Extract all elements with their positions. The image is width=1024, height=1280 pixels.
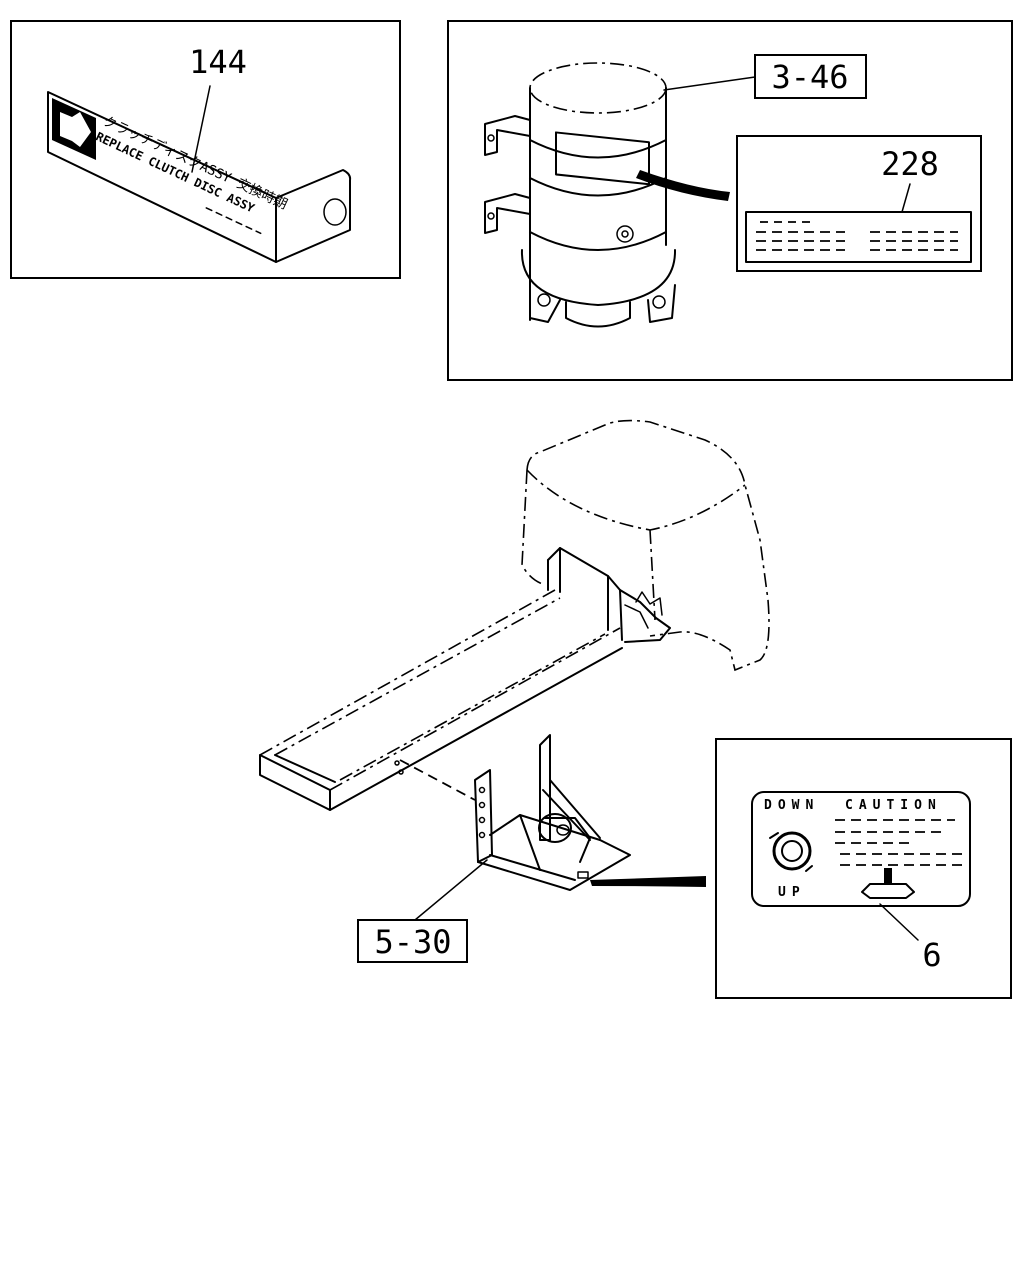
- caution-label: [751, 791, 971, 907]
- leader-144: [191, 85, 211, 173]
- panel-label-144: 144 クラッチディスクASSY 交換時期 REPLACE CLUTCH DIS…: [10, 20, 401, 279]
- cab-and-frame-assembly: 5-30: [259, 419, 770, 963]
- label-228-inset: [736, 135, 982, 272]
- leader-228: [901, 183, 911, 213]
- clutch-label-bracket: [275, 169, 352, 263]
- callout-5-30: 5-30: [374, 923, 451, 961]
- panel-label-228: 3-46 22: [447, 20, 1013, 381]
- label-up: UP: [778, 885, 806, 900]
- callout-228: 228: [881, 145, 939, 183]
- callout-3-46: 3-46: [771, 58, 848, 96]
- mounting-hole: [323, 198, 347, 226]
- callout-144: 144: [189, 43, 247, 81]
- label-caution: CAUTION: [845, 798, 942, 813]
- winch-bracket: [474, 734, 631, 891]
- caution-text-lines: [835, 819, 965, 866]
- callout-6: 6: [922, 936, 941, 974]
- wing-bolt-icon: [861, 868, 915, 899]
- panel-label-6: DOWN CAUTION UP 6: [715, 738, 1012, 999]
- pointer-wedge-6: [590, 876, 706, 887]
- label-228: [745, 211, 972, 263]
- label-228-text-lines: [756, 221, 958, 251]
- clutch-label-jp: クラッチディスクASSY 交換時期: [100, 112, 290, 213]
- label-down: DOWN: [764, 798, 819, 813]
- pointer-wedge: [636, 170, 730, 201]
- leader-6: [879, 903, 919, 941]
- arrow-icon: [52, 98, 96, 160]
- leader-5-30: [414, 859, 488, 921]
- rotation-icon: [769, 831, 813, 872]
- leader-3-46: [663, 76, 756, 91]
- cylinder-unit: [484, 62, 677, 328]
